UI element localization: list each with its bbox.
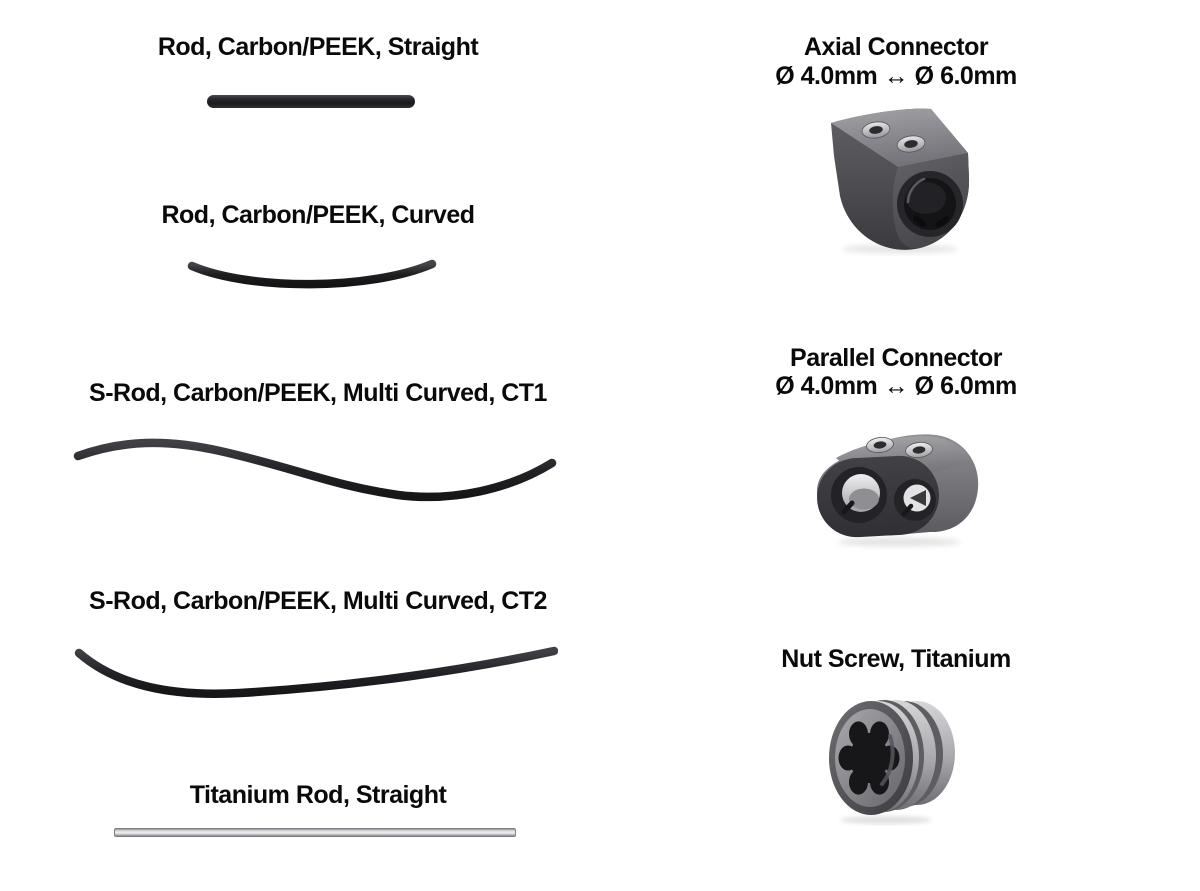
parallel-bore-large [831,467,887,523]
parallel-connector-subtitle: Ø 4.0mm ↔ Ø 6.0mm [775,372,1017,400]
s-rod-ct1-image [68,436,558,508]
parallel-bore-small [894,479,936,521]
axial-connector-title: Axial Connector [803,33,989,61]
rod-curved-label: Rod, Carbon/PEEK, Curved [161,201,475,229]
s-rod-ct2-image [68,640,558,702]
hexalobe-socket-icon [838,721,900,795]
s-rod-ct1-label: S-Rod, Carbon/PEEK, Multi Curved, CT1 [89,379,547,407]
curved-carbon-rod-image [186,256,438,302]
parallel-set-screw-icon [866,436,933,459]
straight-carbon-rod-image [206,94,416,110]
parallel-connector-title: Parallel Connector [790,344,1002,372]
s-rod-ct2-label: S-Rod, Carbon/PEEK, Multi Curved, CT2 [89,587,547,615]
nut-screw-image [824,692,960,826]
axial-set-screw-icon [861,121,926,153]
titanium-rod-label: Titanium Rod, Straight [189,781,447,809]
rod-straight-label: Rod, Carbon/PEEK, Straight [157,33,479,61]
titanium-rod-image [114,828,516,838]
nut-screw-title: Nut Screw, Titanium [781,645,1011,673]
axial-connector-subtitle: Ø 4.0mm ↔ Ø 6.0mm [775,62,1017,90]
axial-connector-image [820,106,980,256]
parallel-connector-image [814,428,980,550]
